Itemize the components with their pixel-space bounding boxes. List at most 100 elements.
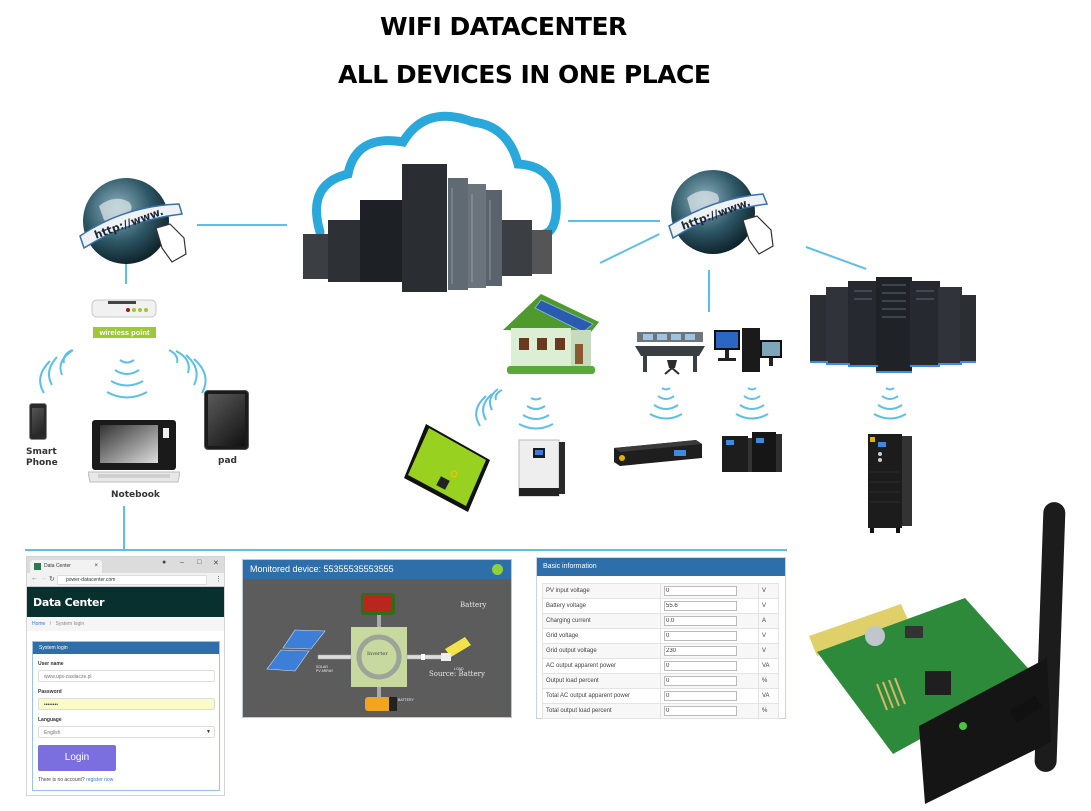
tab-close-icon[interactable]: × bbox=[94, 563, 98, 569]
close-window-button[interactable]: ✕ bbox=[213, 560, 219, 567]
table-row: Total output load percent% bbox=[542, 703, 779, 719]
favicon-icon bbox=[34, 563, 41, 570]
maximize-button[interactable]: □ bbox=[197, 559, 202, 566]
browser-tab[interactable]: Data Center × bbox=[30, 560, 102, 573]
row-value-cell bbox=[660, 703, 759, 719]
register-link[interactable]: register now bbox=[86, 777, 114, 783]
row-unit: VA bbox=[758, 658, 779, 674]
title-line-2: ALL DEVICES IN ONE PLACE bbox=[338, 60, 711, 89]
row-label: Grid output voltage bbox=[542, 643, 661, 659]
row-label: Battery voltage bbox=[542, 598, 661, 614]
row-value-input[interactable] bbox=[664, 691, 737, 701]
forward-icon[interactable]: → bbox=[40, 575, 47, 582]
link-line-notebook-down bbox=[123, 506, 125, 550]
browser-window: Data Center × ● – □ ✕ ← → ↻ power-datace… bbox=[26, 556, 225, 796]
row-label: Total AC output apparent power bbox=[542, 688, 661, 704]
wifi-signal-icon bbox=[468, 388, 508, 428]
basic-info-panel: Basic information PV input voltageVBatte… bbox=[536, 557, 786, 719]
reload-icon[interactable]: ↻ bbox=[49, 576, 55, 583]
profile-icon[interactable]: ● bbox=[162, 559, 167, 566]
row-value-cell bbox=[660, 643, 759, 659]
table-row: Battery voltageV bbox=[542, 598, 779, 614]
server-rack-icon bbox=[810, 277, 976, 373]
login-panel: System login User name www.ups-zasilacze… bbox=[32, 641, 220, 791]
link-line-globe-cloud bbox=[197, 224, 287, 226]
row-value-input[interactable] bbox=[664, 661, 737, 671]
row-value-input[interactable] bbox=[664, 586, 737, 596]
row-unit: VA bbox=[758, 688, 779, 704]
link-line-globe-router bbox=[125, 262, 127, 284]
title-line-1: WIFI DATACENTER bbox=[380, 12, 627, 41]
breadcrumb: Home / System login bbox=[27, 617, 224, 631]
router-label: wireless point bbox=[93, 327, 156, 338]
row-value-cell bbox=[660, 673, 759, 689]
password-input[interactable]: •••••••• bbox=[38, 698, 215, 710]
battery-label: BATTERY bbox=[398, 698, 414, 702]
login-panel-title: System login bbox=[33, 642, 219, 654]
table-row: Grid voltageV bbox=[542, 628, 779, 644]
smartphone-icon bbox=[29, 403, 47, 440]
link-line-horizontal bbox=[25, 549, 787, 551]
basic-info-table: PV input voltageVBattery voltageVChargin… bbox=[542, 583, 779, 719]
solar-inverter-icon bbox=[402, 420, 494, 516]
row-label: AC output apparent power bbox=[542, 658, 661, 674]
address-input[interactable]: power-datacenter.com bbox=[57, 575, 207, 585]
wifi-signal-icon bbox=[104, 354, 150, 402]
username-input[interactable]: www.ups-zasilacze.pl bbox=[38, 670, 215, 682]
wifi-signal-icon bbox=[872, 385, 908, 421]
menu-icon[interactable]: ⋮ bbox=[215, 576, 222, 583]
tower-ups-icon bbox=[720, 430, 782, 474]
app-header: Data Center bbox=[27, 587, 224, 617]
wifi-signal-icon bbox=[516, 395, 556, 431]
table-row: Charging currentA bbox=[542, 613, 779, 629]
row-label: Output load percent bbox=[542, 673, 661, 689]
login-button[interactable]: Login bbox=[38, 745, 116, 771]
power-flow-diagram bbox=[266, 593, 471, 711]
notebook-label: Notebook bbox=[111, 490, 160, 500]
pad-label: pad bbox=[218, 456, 237, 466]
back-icon[interactable]: ← bbox=[31, 575, 38, 582]
row-value-input[interactable] bbox=[664, 706, 737, 716]
password-label: Password bbox=[38, 689, 62, 695]
cloud-datacenter-icon bbox=[298, 104, 573, 304]
table-row: Grid output voltageV bbox=[542, 643, 779, 659]
wifi-signal-icon bbox=[734, 385, 770, 421]
row-value-input[interactable] bbox=[664, 631, 737, 641]
link-line-cloud-globe bbox=[568, 220, 660, 222]
row-label: PV input voltage bbox=[542, 583, 661, 599]
inverter-label: Inverter bbox=[367, 651, 388, 657]
source-text: Source: Battery bbox=[429, 670, 485, 678]
table-row: Total AC output apparent power VA bbox=[542, 688, 779, 704]
breadcrumb-home-link[interactable]: Home bbox=[32, 621, 46, 627]
minimize-button[interactable]: – bbox=[180, 559, 184, 566]
link-line-globe-pcs bbox=[708, 270, 710, 312]
table-row: PV input voltageV bbox=[542, 583, 779, 599]
row-value-input[interactable] bbox=[664, 646, 737, 656]
solar-label-line1: SOLAR bbox=[316, 665, 328, 669]
table-row: AC output apparent power VA bbox=[542, 658, 779, 674]
hybrid-inverter-icon bbox=[518, 438, 566, 498]
router-icon bbox=[90, 296, 160, 320]
language-select[interactable]: English ▼ bbox=[38, 726, 215, 738]
row-value-cell bbox=[660, 688, 759, 704]
row-label: Total output load percent bbox=[542, 703, 661, 719]
tablet-icon bbox=[204, 390, 249, 450]
breadcrumb-current: System login bbox=[55, 621, 85, 627]
no-account-text: There is no account? register now bbox=[38, 777, 113, 783]
wifi-card-icon bbox=[805, 496, 1091, 811]
status-indicator-icon bbox=[492, 564, 503, 575]
desktop-pc-icon bbox=[712, 326, 786, 374]
rack-ups-icon bbox=[612, 436, 704, 468]
solar-house-icon bbox=[495, 292, 603, 380]
language-label: Language bbox=[38, 717, 62, 723]
row-value-input[interactable] bbox=[664, 616, 737, 626]
row-value-cell bbox=[660, 613, 759, 629]
monitor-header: Monitored device: 55355535553555 bbox=[243, 560, 511, 579]
row-value-input[interactable] bbox=[664, 676, 737, 686]
row-value-input[interactable] bbox=[664, 601, 737, 611]
chevron-down-icon: ▼ bbox=[206, 729, 211, 735]
row-value-cell bbox=[660, 583, 759, 599]
solar-label-line2: PV ARRAY bbox=[316, 669, 334, 673]
row-unit: V bbox=[758, 628, 779, 644]
wifi-signal-icon bbox=[648, 385, 684, 421]
